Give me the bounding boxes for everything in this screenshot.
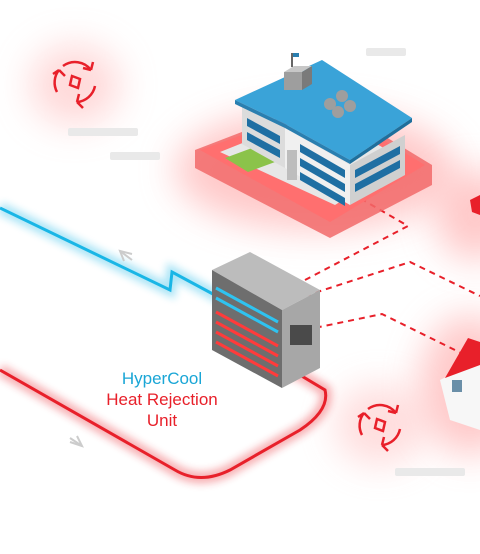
hypercool-unit bbox=[212, 252, 320, 388]
recycle-icon-bottom bbox=[357, 403, 402, 452]
office-building bbox=[195, 53, 432, 238]
unit-label-line3: Unit bbox=[146, 411, 178, 430]
faint-background-text bbox=[68, 48, 465, 476]
arrow-upper-left-icon bbox=[118, 249, 133, 262]
unit-label-line1: HyperCool bbox=[121, 369, 203, 388]
recycle-icon-top bbox=[52, 60, 97, 109]
house bbox=[440, 338, 480, 430]
hypercool-unit-label: HyperCool Heat Rejection Unit bbox=[92, 368, 232, 431]
arrow-lower-right-icon bbox=[69, 435, 84, 448]
hot-water-loop bbox=[0, 364, 332, 484]
right-building-partial bbox=[470, 195, 480, 215]
unit-label-line2: Heat Rejection bbox=[106, 390, 218, 409]
